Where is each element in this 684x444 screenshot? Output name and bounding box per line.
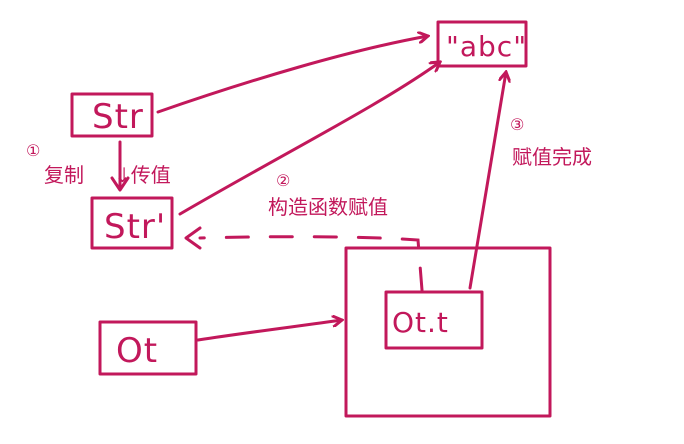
arrow-str-to-abc xyxy=(156,36,428,114)
step1-arrow-text: ⇓传值 xyxy=(114,163,171,187)
arrow-ot-t-to-abc xyxy=(468,72,506,290)
box-str xyxy=(70,92,154,138)
arrow-ot-to-object xyxy=(196,320,342,342)
label-abc: "abc" xyxy=(446,30,527,63)
label-str: Str xyxy=(92,97,144,137)
dashed-arrow-head xyxy=(184,226,202,250)
step1-number: ① xyxy=(26,141,40,160)
box-ot xyxy=(98,320,198,376)
arrow-str-copy-to-abc xyxy=(178,62,440,216)
box-str-copy xyxy=(90,196,174,250)
step2-number: ② xyxy=(276,171,290,190)
step2-text: 构造函数赋值 xyxy=(268,195,388,219)
step3-text: 赋值完成 xyxy=(512,145,592,169)
box-abc xyxy=(436,20,528,68)
label-str-copy: Str' xyxy=(104,207,166,247)
label-ot: Ot xyxy=(116,331,158,371)
dashed-arrow-ot-t-to-str-copy xyxy=(198,235,424,292)
box-ot-t xyxy=(384,290,484,350)
down-arrow-step1 xyxy=(110,140,130,192)
label-ot-t: Ot.t xyxy=(392,306,449,339)
step1-text: 复制 xyxy=(44,163,84,187)
box-outer-object xyxy=(344,246,552,418)
step3-number: ③ xyxy=(510,115,524,134)
